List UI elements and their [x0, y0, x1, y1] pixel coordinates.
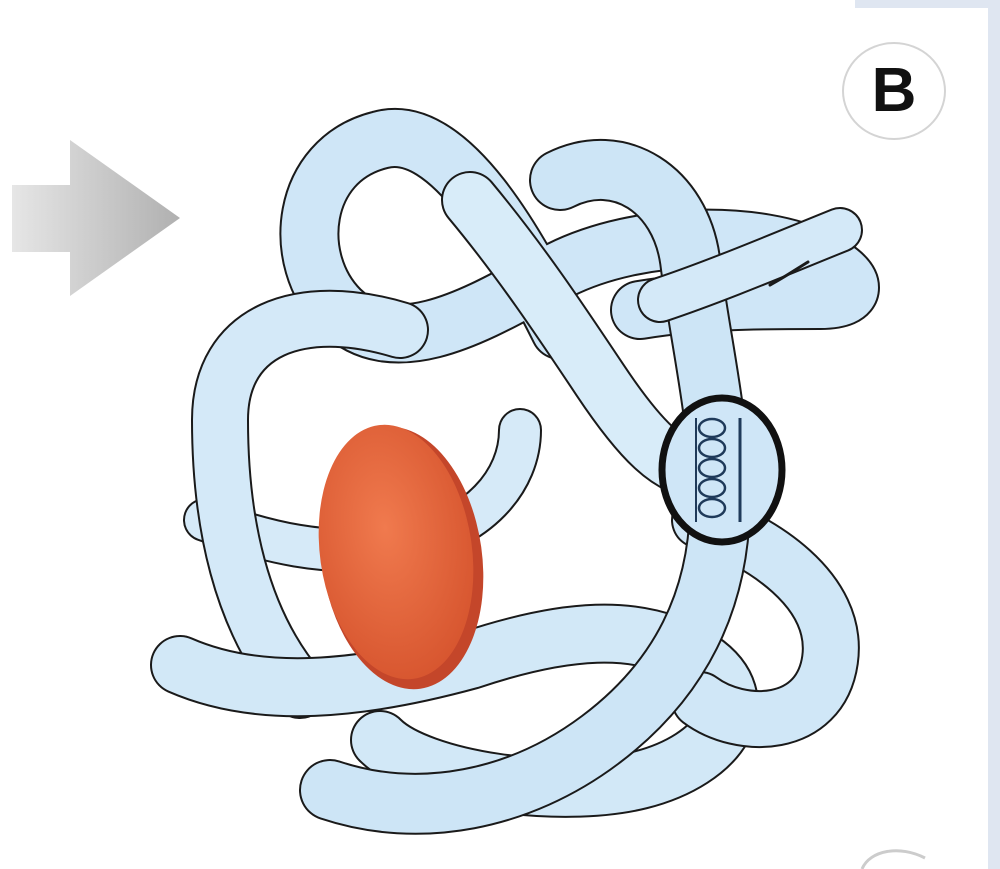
panel-label: B — [872, 60, 917, 122]
next-panel-hint — [862, 851, 925, 869]
panel-label-badge: B — [842, 42, 946, 140]
step-arrow-icon — [12, 140, 180, 296]
helix-highlight — [662, 398, 782, 542]
